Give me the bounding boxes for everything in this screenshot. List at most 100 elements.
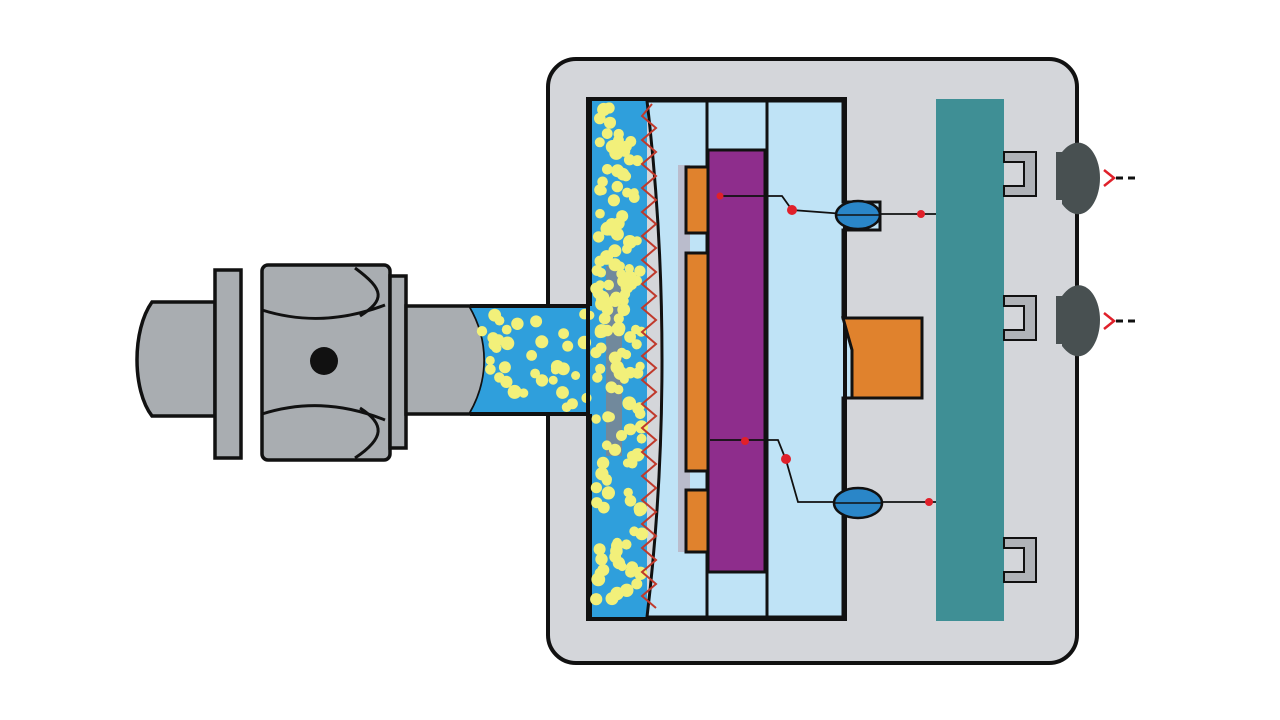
particle	[556, 386, 569, 399]
particle	[617, 562, 627, 572]
particle	[595, 553, 608, 566]
particle	[535, 374, 549, 387]
pipe-end	[135, 300, 217, 418]
particle	[631, 578, 643, 590]
particle	[624, 495, 637, 507]
particle	[613, 324, 625, 337]
particle	[616, 167, 630, 181]
particle	[530, 368, 540, 379]
electrode-middle	[684, 251, 710, 473]
hex-nut-facet-top	[354, 266, 380, 318]
particle	[590, 482, 603, 494]
particle	[605, 592, 619, 606]
particle	[596, 456, 610, 470]
particle	[498, 361, 511, 374]
particle	[631, 448, 645, 462]
fitting-washer-right	[388, 274, 408, 450]
particle	[610, 227, 624, 241]
particle	[617, 275, 630, 288]
particle	[592, 372, 603, 383]
diaphragm-dashed	[646, 100, 663, 618]
particle	[607, 194, 621, 207]
particle	[636, 433, 647, 444]
particle	[571, 371, 581, 380]
particle	[608, 258, 622, 272]
particle	[476, 326, 488, 337]
particle	[600, 221, 615, 236]
particle	[624, 331, 636, 343]
particle	[595, 363, 606, 374]
particle	[500, 336, 515, 351]
particle	[597, 176, 608, 188]
particle	[623, 487, 633, 498]
particle	[624, 366, 636, 379]
terminal-clip-icon	[1003, 537, 1037, 583]
particle	[609, 551, 622, 563]
particle	[616, 430, 627, 441]
particle	[622, 396, 637, 411]
particle	[485, 364, 496, 375]
particle	[634, 265, 646, 277]
particle	[595, 280, 605, 290]
particle	[624, 264, 634, 274]
particle	[623, 154, 636, 166]
particle	[511, 317, 524, 330]
particle	[617, 303, 631, 317]
particle	[494, 372, 505, 383]
particle	[622, 458, 632, 468]
electrode-bottom	[684, 488, 710, 554]
particle	[594, 137, 605, 148]
particle	[595, 290, 610, 305]
terminal-clips	[1003, 151, 1037, 583]
terminal-clip-icon	[1003, 295, 1037, 341]
particle	[592, 231, 605, 243]
particle	[535, 335, 549, 349]
particle	[593, 543, 606, 556]
particle	[603, 279, 614, 291]
particle	[562, 340, 574, 352]
particle	[606, 117, 616, 127]
particle	[566, 398, 578, 410]
particle	[621, 349, 632, 360]
particle	[494, 315, 505, 326]
fitting-nozzle	[404, 304, 487, 416]
particle	[635, 361, 645, 371]
particle	[601, 486, 616, 500]
particle	[611, 180, 623, 193]
particle	[596, 267, 606, 278]
particle	[590, 593, 603, 606]
particle	[608, 294, 622, 307]
particle	[612, 537, 622, 548]
particle	[507, 384, 522, 399]
sensor-element	[706, 148, 767, 574]
particle	[608, 443, 622, 456]
mounting-block	[841, 316, 924, 400]
particle	[621, 539, 632, 550]
terminal-clip-icon	[1003, 151, 1037, 197]
particle	[616, 210, 629, 223]
particle	[631, 275, 643, 286]
cable-connector-bottom	[1056, 285, 1140, 357]
particle	[605, 381, 618, 394]
particle	[620, 583, 634, 597]
particle	[603, 102, 615, 114]
particle	[590, 347, 602, 359]
particle	[501, 324, 512, 335]
cable-connectors	[1056, 142, 1140, 357]
particle	[594, 327, 606, 339]
particle	[492, 334, 505, 346]
circuit-board	[936, 99, 1004, 621]
particle	[628, 192, 640, 203]
particle	[631, 324, 641, 335]
particle	[485, 355, 495, 366]
hex-nut-facet-bottom	[354, 406, 380, 460]
particle	[601, 253, 612, 265]
particle	[591, 414, 601, 424]
particle	[631, 339, 642, 350]
particle	[526, 350, 537, 361]
particle	[602, 164, 613, 175]
particle	[530, 315, 543, 328]
nut-center-hole	[310, 347, 338, 375]
particle	[633, 502, 648, 516]
particle	[625, 136, 637, 147]
